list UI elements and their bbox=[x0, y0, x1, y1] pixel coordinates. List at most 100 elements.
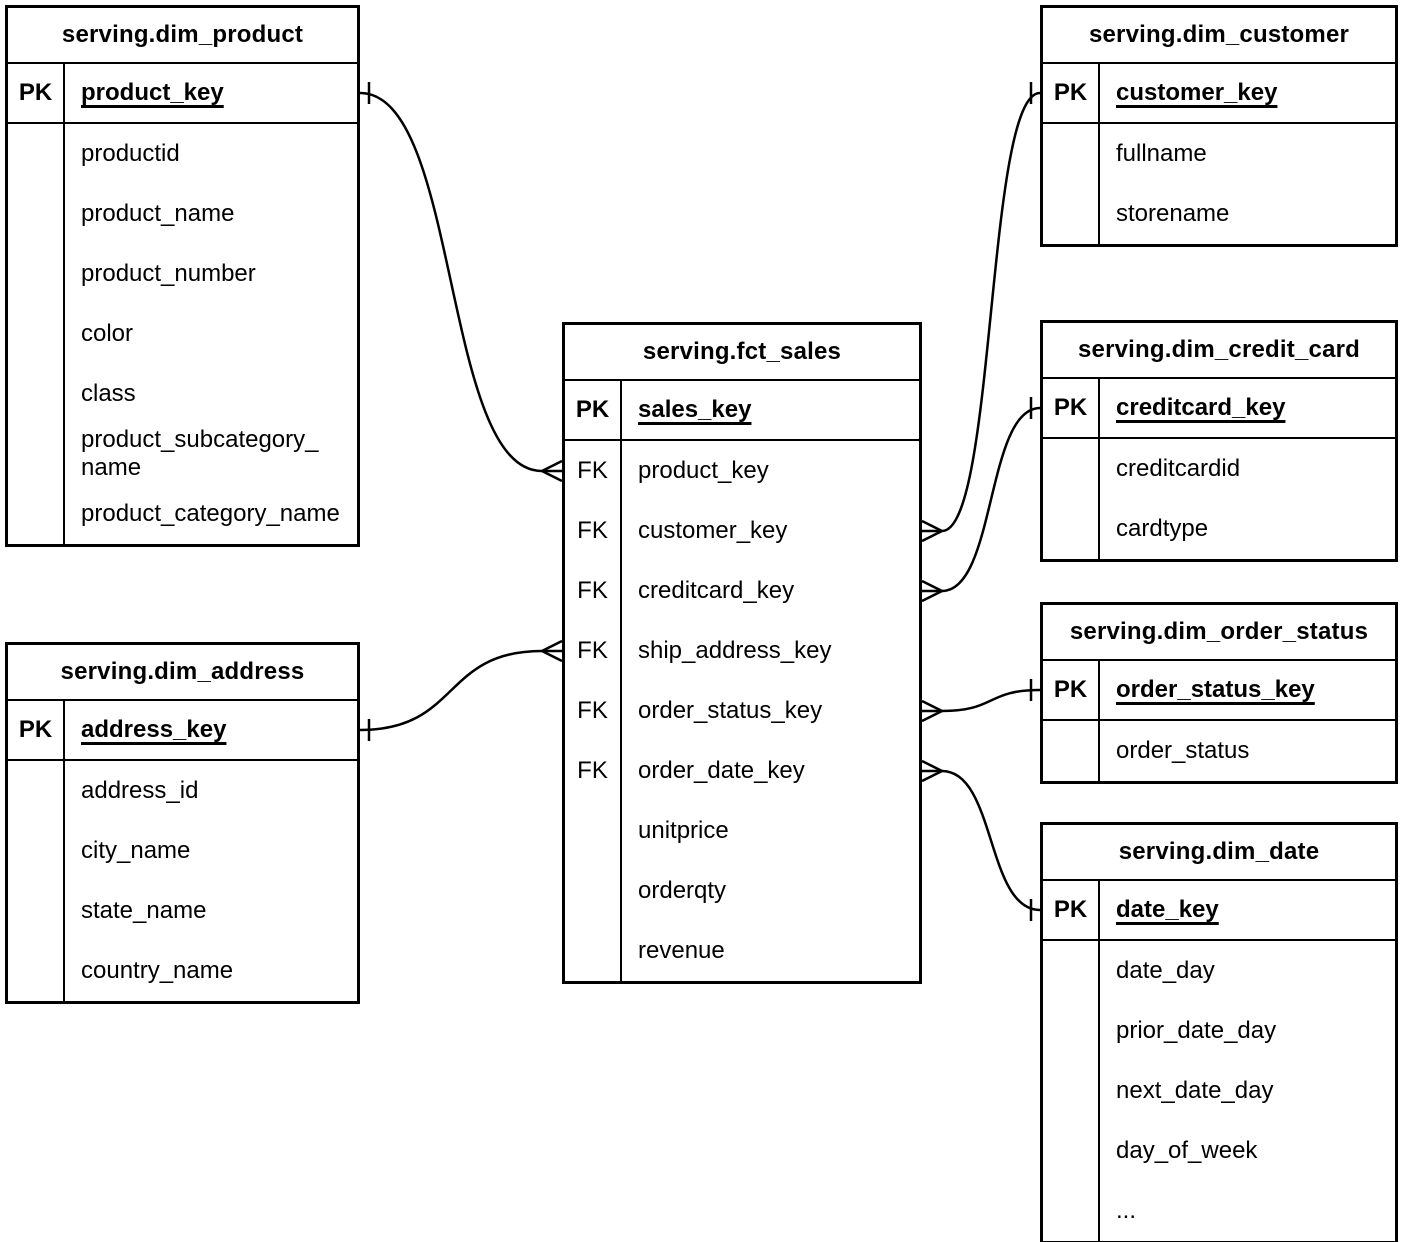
column-name: revenue bbox=[638, 937, 725, 965]
crows-foot-prong bbox=[541, 639, 563, 653]
key-badge: PK bbox=[1043, 881, 1100, 939]
key-badge bbox=[8, 124, 65, 184]
key-badge: PK bbox=[1043, 64, 1100, 122]
entity-field-row: productid bbox=[8, 124, 357, 184]
key-badge: FK bbox=[565, 741, 622, 801]
column-name: ... bbox=[1116, 1197, 1137, 1225]
relationship-curve bbox=[941, 406, 1041, 593]
column-name: prior_date_day bbox=[1116, 1017, 1277, 1045]
entity-field-row: address_id bbox=[8, 761, 357, 821]
entity-title: serving.dim_order_status bbox=[1043, 605, 1395, 661]
key-badge bbox=[565, 801, 622, 861]
entity-field-row: cardtype bbox=[1043, 499, 1395, 559]
key-badge bbox=[8, 244, 65, 304]
crows-foot-prong bbox=[541, 649, 563, 663]
key-badge bbox=[1043, 1001, 1100, 1061]
column-name: color bbox=[81, 320, 134, 348]
key-badge bbox=[565, 861, 622, 921]
key-badge bbox=[1043, 124, 1100, 184]
column-name: product_category_name bbox=[81, 500, 340, 528]
relationship-ship_address_key-to-dim_address bbox=[359, 639, 563, 741]
key-badge bbox=[565, 921, 622, 981]
column-name: order_status_key bbox=[638, 697, 823, 725]
column-name: address_key bbox=[81, 716, 227, 744]
entity-field-row: state_name bbox=[8, 881, 357, 941]
column-name: order_status_key bbox=[1116, 676, 1315, 704]
crows-foot-prong bbox=[921, 589, 943, 603]
entity-field-row: day_of_week bbox=[1043, 1121, 1395, 1181]
key-badge: FK bbox=[565, 681, 622, 741]
key-badge bbox=[8, 424, 65, 484]
entity-field-row: color bbox=[8, 304, 357, 364]
entity-field-row: fullname bbox=[1043, 124, 1395, 184]
key-badge: FK bbox=[565, 621, 622, 681]
column-name: country_name bbox=[81, 957, 234, 985]
entity-field-row: product_name bbox=[8, 184, 357, 244]
column-name: order_date_key bbox=[638, 757, 805, 785]
key-badge bbox=[8, 881, 65, 941]
key-badge bbox=[1043, 1121, 1100, 1181]
column-name: product_subcategory_ name bbox=[81, 426, 319, 481]
key-badge: PK bbox=[8, 64, 65, 122]
column-name: order_status bbox=[1116, 737, 1250, 765]
entity-field-row: FK order_date_key bbox=[565, 741, 919, 801]
entity-field-row: order_status bbox=[1043, 721, 1395, 781]
key-badge bbox=[8, 821, 65, 881]
column-name: next_date_day bbox=[1116, 1077, 1274, 1105]
key-badge: FK bbox=[565, 501, 622, 561]
entity-field-row: prior_date_day bbox=[1043, 1001, 1395, 1061]
column-name: orderqty bbox=[638, 877, 727, 905]
entity-field-row: unitprice bbox=[565, 801, 919, 861]
column-name: unitprice bbox=[638, 817, 729, 845]
entity-field-row: product_category_name bbox=[8, 484, 357, 544]
column-name: address_id bbox=[81, 777, 199, 805]
relationship-curve bbox=[359, 91, 543, 473]
relationship-curve bbox=[941, 91, 1041, 533]
key-badge: PK bbox=[1043, 379, 1100, 437]
entity-field-row: product_number bbox=[8, 244, 357, 304]
column-name: creditcardid bbox=[1116, 455, 1241, 483]
crows-foot-prong bbox=[541, 459, 563, 473]
column-name: cardtype bbox=[1116, 515, 1209, 543]
relationship-order_date_key-to-dim_date bbox=[921, 759, 1041, 921]
relationship-curve bbox=[941, 688, 1041, 713]
column-name: productid bbox=[81, 140, 180, 168]
entity-field-row: revenue bbox=[565, 921, 919, 981]
key-badge: FK bbox=[565, 561, 622, 621]
key-badge bbox=[1043, 941, 1100, 1001]
entity-title: serving.fct_sales bbox=[565, 325, 919, 381]
entity-field-row: next_date_day bbox=[1043, 1061, 1395, 1121]
column-name: state_name bbox=[81, 897, 207, 925]
column-name: date_key bbox=[1116, 896, 1219, 924]
entity-title: serving.dim_customer bbox=[1043, 8, 1395, 64]
key-badge bbox=[8, 484, 65, 544]
entity-pk-row: PK date_key bbox=[1043, 881, 1395, 941]
entity-title: serving.dim_credit_card bbox=[1043, 323, 1395, 379]
entity-field-row: ... bbox=[1043, 1181, 1395, 1241]
entity-field-row: orderqty bbox=[565, 861, 919, 921]
column-name: product_number bbox=[81, 260, 256, 288]
relationship-order_status_key-to-dim_order_status bbox=[921, 679, 1041, 723]
entity-title: serving.dim_date bbox=[1043, 825, 1395, 881]
entity-field-row: creditcardid bbox=[1043, 439, 1395, 499]
crows-foot-prong bbox=[921, 759, 943, 773]
key-badge: FK bbox=[565, 441, 622, 501]
key-badge bbox=[8, 184, 65, 244]
key-badge bbox=[8, 941, 65, 1001]
entity-field-row: product_subcategory_ name bbox=[8, 424, 357, 484]
entity-title: serving.dim_product bbox=[8, 8, 357, 64]
column-name: customer_key bbox=[1116, 79, 1278, 107]
